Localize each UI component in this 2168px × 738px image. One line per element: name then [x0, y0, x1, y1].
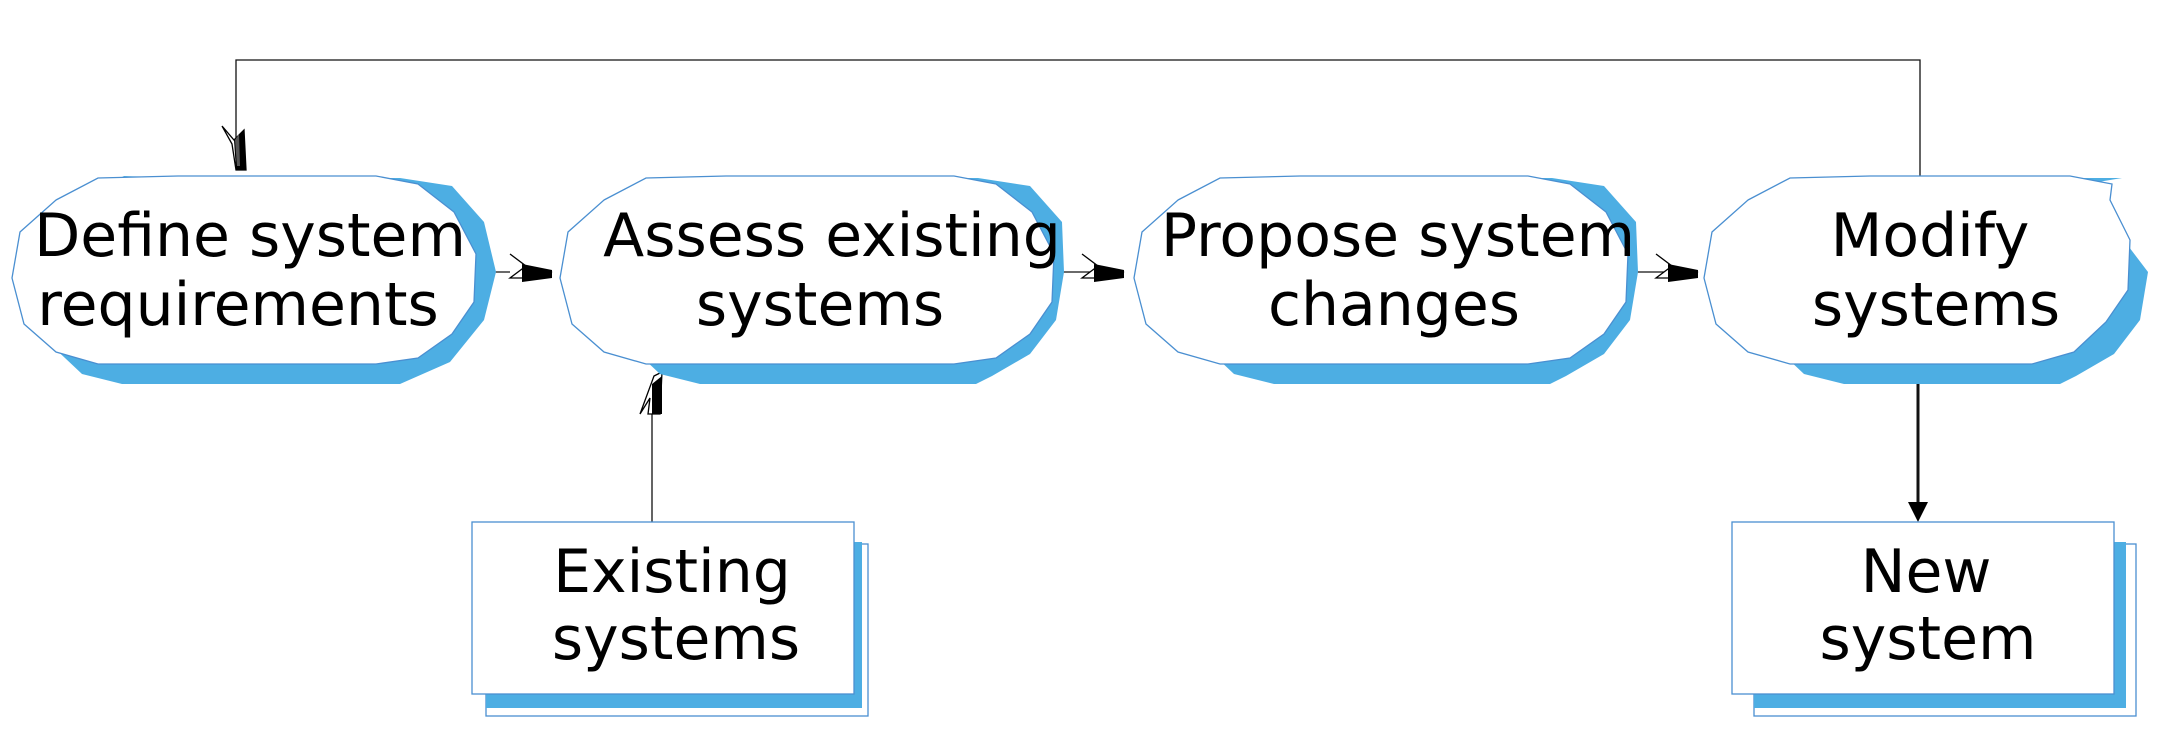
assess-to-propose-arrowhead — [1080, 253, 1125, 282]
document-shape — [1731, 521, 2115, 695]
node-label-line1: Modify — [1831, 201, 2030, 271]
node-label-line2: changes — [1268, 270, 1520, 340]
process-node-define-requirements: Define system requirements — [11, 175, 496, 384]
process-node-modify-systems: Modify systems — [1703, 175, 2148, 384]
node-label-line2: requirements — [37, 270, 438, 340]
document-label-line2: systems — [552, 604, 800, 674]
node-label-line1: Propose system — [1161, 201, 1635, 271]
connectors — [221, 59, 1928, 522]
document-label-line2: system — [1820, 604, 2037, 674]
node-label-line1: Assess existing — [603, 201, 1061, 271]
node-shape — [1133, 175, 1629, 365]
node-label-line1: Define system — [34, 201, 466, 271]
feedback-loop-connector — [235, 59, 1921, 178]
process-node-assess-existing: Assess existing systems — [559, 175, 1064, 384]
document-node-existing-systems: Existing systems — [471, 521, 869, 717]
existing-to-assess-arrowhead — [639, 370, 663, 415]
node-label-line2: systems — [696, 270, 944, 340]
document-shape — [471, 521, 855, 695]
modify-to-new-arrowhead — [1908, 502, 1928, 522]
node-shape — [11, 175, 477, 365]
propose-to-modify-arrowhead — [1654, 253, 1699, 282]
feedback-loop-arrowhead — [221, 125, 247, 171]
node-shape — [1703, 175, 2131, 365]
document-node-new-system: New system — [1731, 521, 2137, 717]
define-to-assess-arrowhead — [508, 253, 553, 282]
document-label-line1: Existing — [553, 537, 791, 607]
document-label-line1: New — [1861, 537, 1992, 607]
node-label-line2: systems — [1812, 270, 2060, 340]
process-node-propose-changes: Propose system changes — [1133, 175, 1638, 384]
node-shape — [559, 175, 1055, 365]
